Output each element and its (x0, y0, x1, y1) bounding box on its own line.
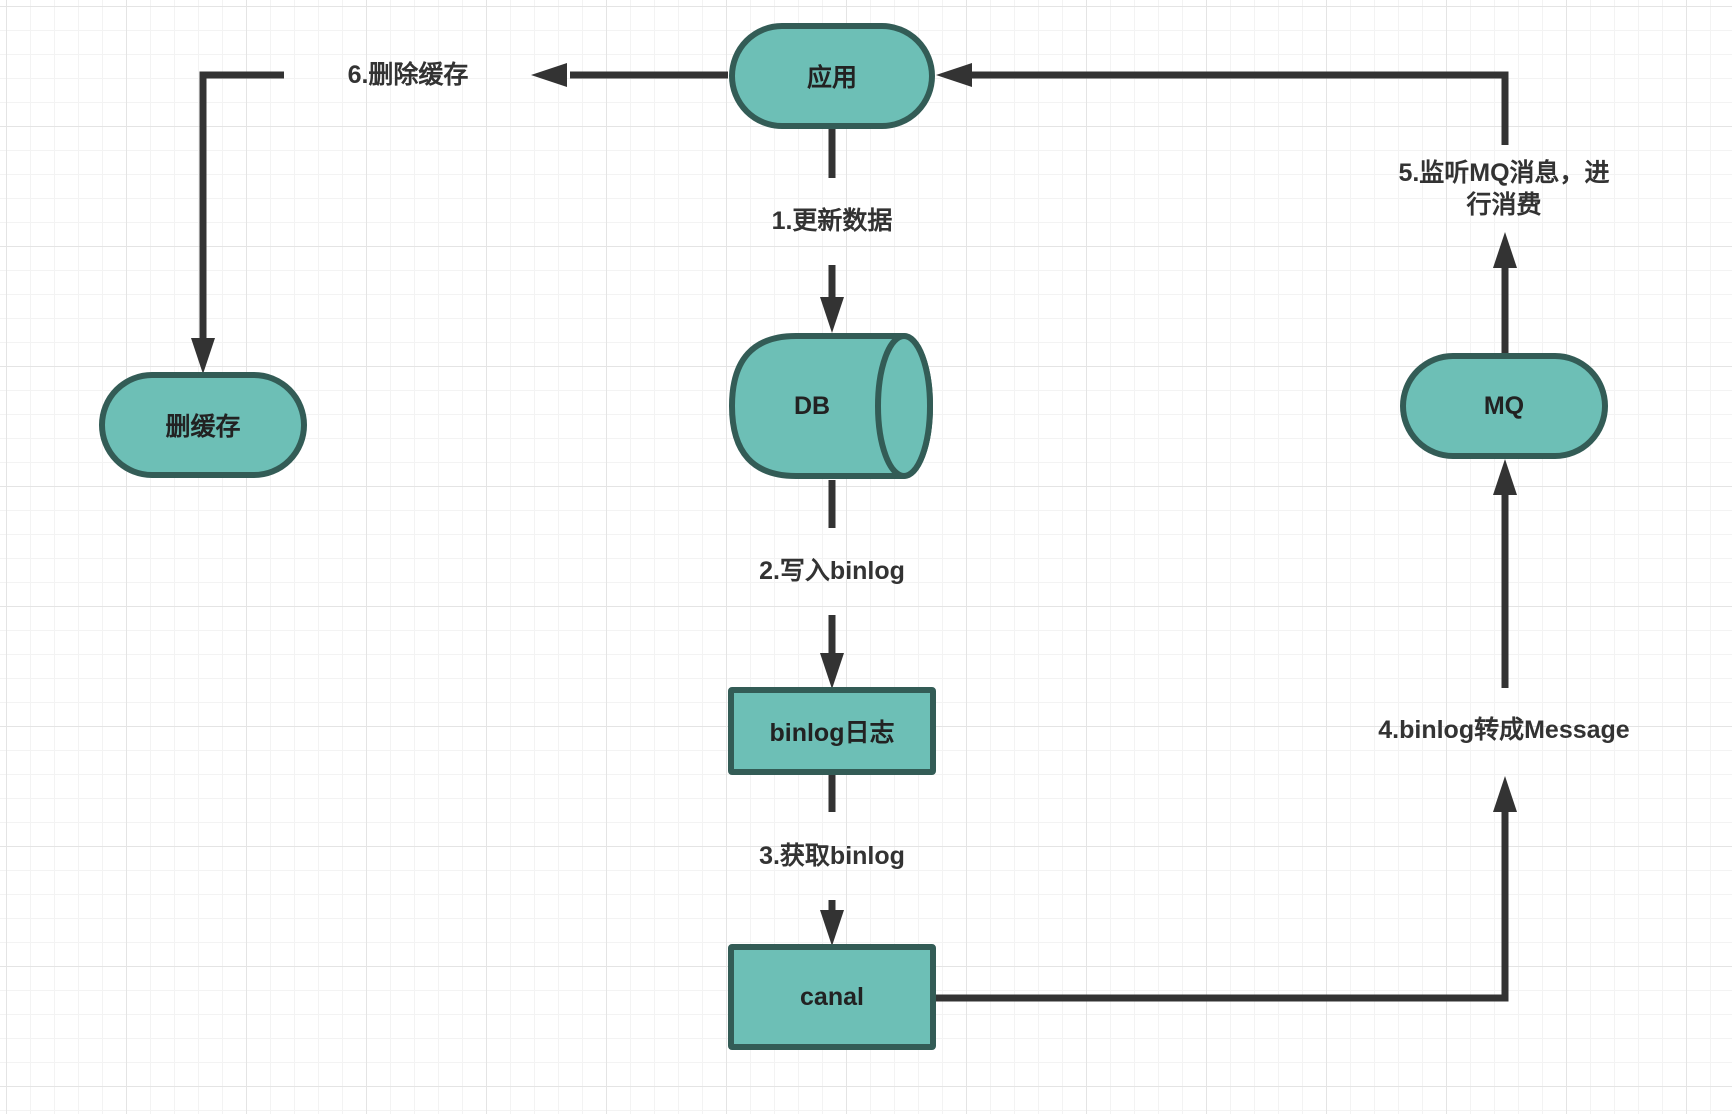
node-app-label: 应用 (806, 64, 857, 92)
arrowhead-to-delete-cache (191, 338, 215, 374)
node-db: DB (728, 332, 936, 480)
node-delete-cache-label: 删缓存 (165, 413, 241, 441)
arrowhead-to-app (936, 63, 972, 87)
database-cylinder-icon (728, 333, 933, 479)
label-write-binlog: 2.写入binlog (759, 557, 905, 585)
arrowhead-to-listen-label (1493, 232, 1517, 268)
node-app: 应用 (729, 23, 935, 129)
arrowhead-to-mq (1493, 459, 1517, 495)
arrowhead-to-db (820, 297, 844, 333)
label-listen-mq: 5.监听MQ消息，进 行消费 (1398, 157, 1609, 221)
node-binlog-log: binlog日志 (728, 687, 936, 775)
label-fetch-binlog: 3.获取binlog (759, 842, 905, 870)
edge-mq-app-upper (970, 71, 1509, 145)
node-canal: canal (728, 944, 936, 1050)
label-update-data: 1.更新数据 (771, 207, 893, 235)
label-listen-mq-line1: 5.监听MQ消息，进 (1398, 159, 1610, 187)
arrowhead-to-binlog-log (820, 653, 844, 689)
node-delete-cache: 删缓存 (99, 372, 307, 478)
node-mq: MQ (1400, 353, 1608, 459)
label-delete-cache: 6.删除缓存 (347, 61, 469, 89)
node-canal-label: canal (800, 982, 864, 1011)
arrowhead-to-message-label (1493, 776, 1517, 812)
node-binlog-log-label: binlog日志 (769, 719, 895, 747)
edge-app-delete-left (199, 71, 284, 342)
arrowhead-to-delete-label (531, 63, 567, 87)
arrowhead-to-canal (820, 910, 844, 946)
label-binlog-to-message: 4.binlog转成Message (1378, 716, 1630, 744)
node-db-label: DB (793, 391, 831, 420)
edge-canal-mq-lower (935, 805, 1509, 1002)
label-listen-mq-line2: 行消费 (1466, 191, 1542, 219)
node-mq-label: MQ (1483, 391, 1525, 420)
